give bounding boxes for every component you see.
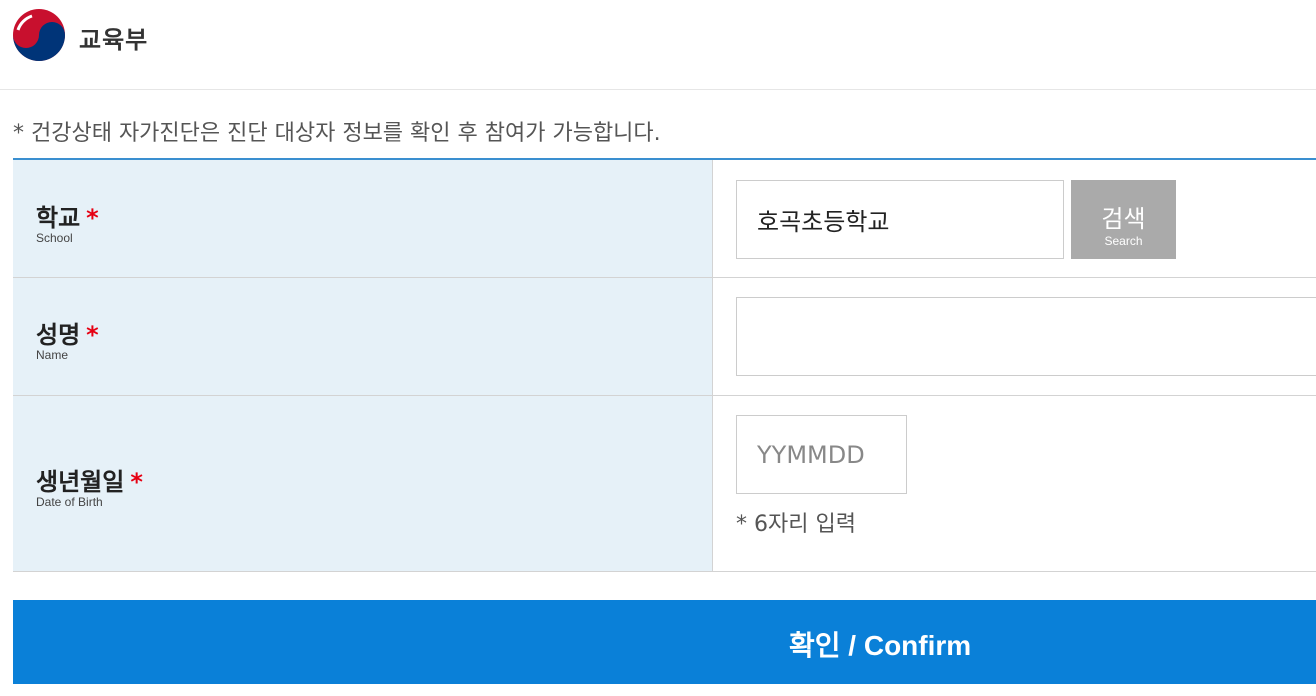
school-sublabel: School <box>36 231 73 245</box>
birth-label: 생년월일 <box>36 468 125 496</box>
name-label: 성명 <box>36 321 81 349</box>
confirm-button[interactable]: 확인 / Confirm <box>13 600 1316 684</box>
school-label: 학교 <box>36 204 81 232</box>
notice-text: * 건강상태 자가진단은 진단 대상자 정보를 확인 후 참여가 가능합니다. <box>13 121 661 146</box>
school-input[interactable] <box>736 180 1064 259</box>
confirm-button-label: 확인 / Confirm <box>789 630 972 661</box>
name-input[interactable] <box>736 297 1316 376</box>
search-button-label: 검색 <box>1101 205 1146 233</box>
taegeuk-logo-icon[interactable] <box>12 8 66 62</box>
participant-form: 학교* School 검색 Search 성명* Name 생년월일* Date… <box>13 158 1316 572</box>
search-button-sublabel: Search <box>1104 233 1143 248</box>
birth-date-input[interactable] <box>736 415 907 494</box>
required-mark: * <box>86 321 99 349</box>
birth-row: 생년월일* Date of Birth * 6자리 입력 <box>13 396 1316 572</box>
school-row: 학교* School 검색 Search <box>13 160 1316 278</box>
header: 교육부 <box>0 0 1316 90</box>
birth-label-cell: 생년월일* Date of Birth <box>13 396 713 571</box>
required-mark: * <box>130 468 143 496</box>
birth-hint: * 6자리 입력 <box>736 512 856 537</box>
name-sublabel: Name <box>36 348 69 362</box>
required-mark: * <box>86 204 99 232</box>
birth-sublabel: Date of Birth <box>36 495 103 509</box>
name-label-cell: 성명* Name <box>13 278 713 395</box>
name-row: 성명* Name <box>13 278 1316 396</box>
ministry-name[interactable]: 교육부 <box>79 26 149 54</box>
school-label-cell: 학교* School <box>13 160 713 277</box>
school-search-button[interactable]: 검색 Search <box>1071 180 1176 259</box>
